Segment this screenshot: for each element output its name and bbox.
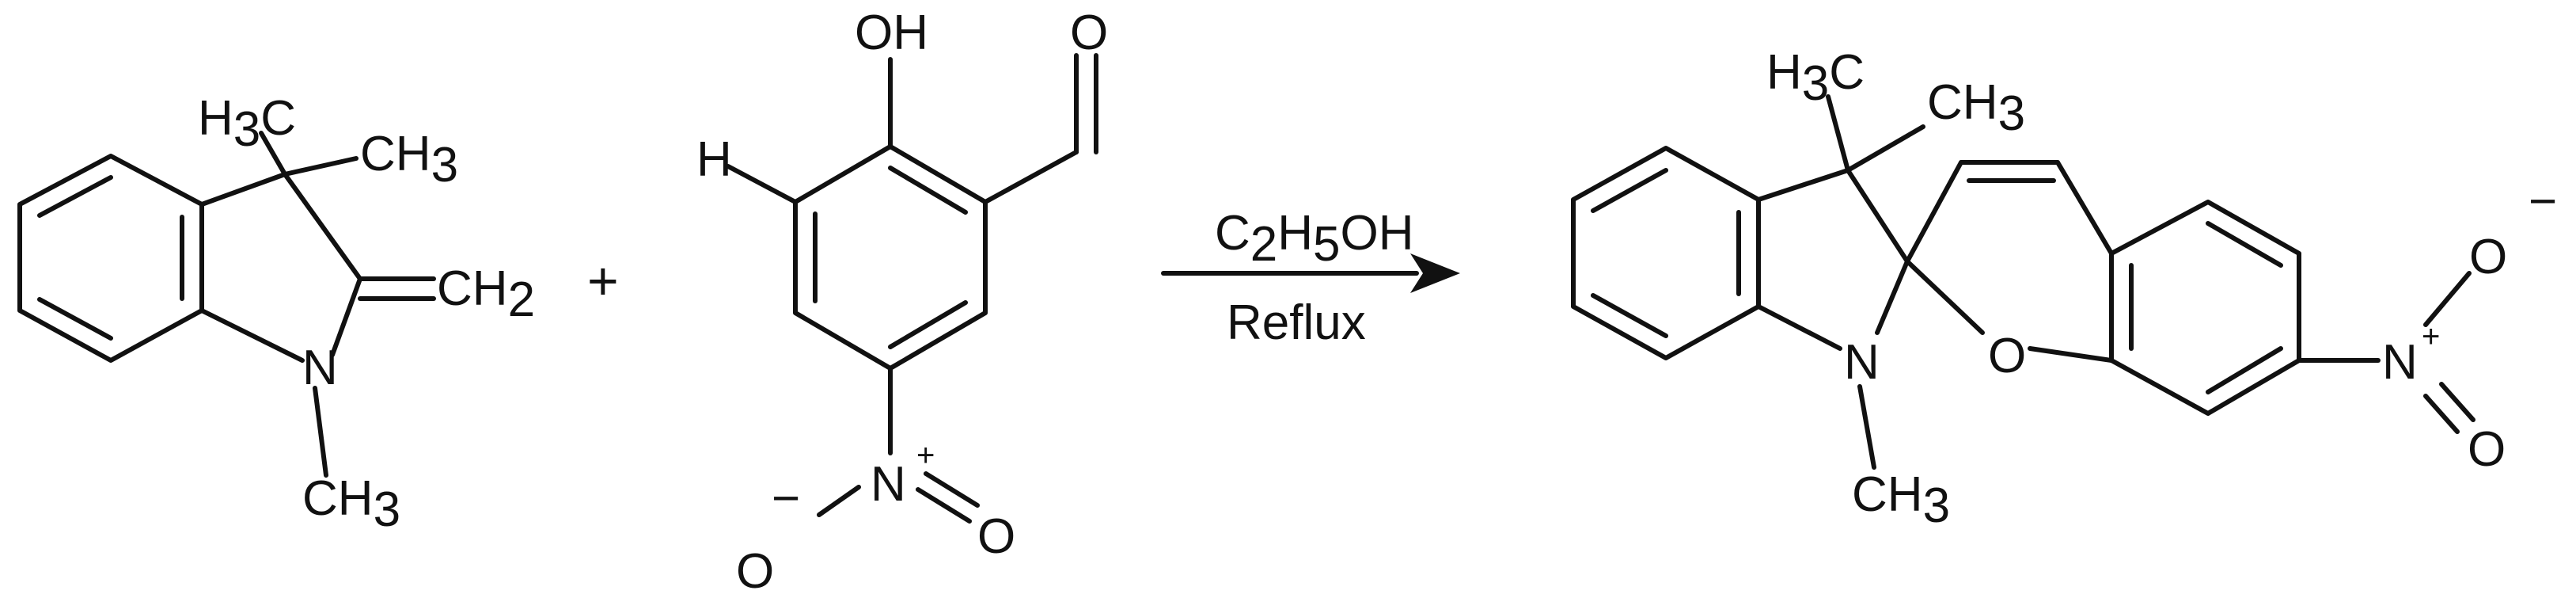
p-nitro-n-label: N: [2382, 335, 2418, 390]
r2-nitro-o-left-label: O: [736, 544, 774, 598]
r1-h3c-label: H3C: [198, 91, 296, 157]
product-spiropyran: H3C CH3 N CH3 O N + O − O: [1571, 45, 2557, 533]
p-nitro-minus-label: −: [2529, 174, 2557, 229]
r1-nitrogen-label: N: [302, 341, 338, 395]
r2-nitro-minus-label: −: [772, 471, 800, 526]
plus-sign: +: [587, 251, 619, 311]
r2-nitro-plus-label: +: [916, 438, 935, 473]
p-h3c-label: H3C: [1766, 45, 1865, 111]
condition-solvent-label: C2H5OH: [1215, 206, 1414, 272]
reactant-fischer-base: H3C CH3 CH2 N CH3: [17, 91, 535, 537]
r2-nitro-n-label: N: [871, 457, 906, 512]
p-nitro-o-bottom-label: O: [2468, 422, 2506, 477]
condition-process-label: Reflux: [1227, 295, 1366, 350]
reactant-nitrosalicylaldehyde: OH H O N + O − O: [696, 6, 1108, 598]
r2-oh-label: OH: [855, 6, 928, 60]
p-nitro-plus-label: +: [2422, 319, 2440, 354]
p-n-methyl-label: CH3: [1852, 467, 1950, 533]
p-ch3-label: CH3: [1927, 75, 2025, 141]
r1-ch3-label: CH3: [360, 127, 458, 192]
r2-h-label: H: [696, 132, 732, 187]
p-nitro-o-top-label: O: [2469, 230, 2507, 284]
r1-ch2-label: CH2: [437, 261, 535, 327]
r2-aldehyde-o-label: O: [1070, 6, 1108, 60]
p-nitrogen-label: N: [1844, 335, 1880, 390]
r2-nitro-o-right-label: O: [977, 509, 1015, 564]
reaction-arrow: C2H5OH Reflux: [1161, 206, 1460, 350]
r1-n-methyl-label: CH3: [302, 471, 400, 537]
p-ring-o-label: O: [1988, 329, 2026, 383]
